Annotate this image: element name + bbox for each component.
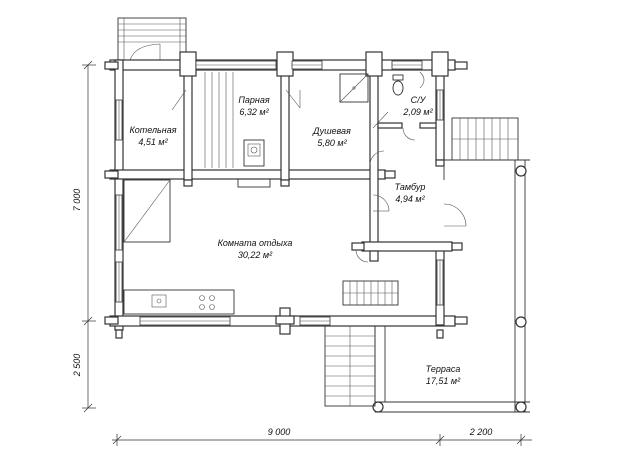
room-label-terrace-name: Терраса bbox=[426, 364, 461, 374]
room-label-terrace-area: 17,51 м² bbox=[426, 376, 461, 386]
room-label-steam-name: Парная bbox=[238, 95, 269, 105]
windows bbox=[115, 60, 444, 326]
entry-stairs-top bbox=[117, 17, 187, 61]
room-label-wc-area: 2,09 м² bbox=[402, 107, 433, 117]
dimension-left-main: 7 000 bbox=[72, 189, 82, 212]
terrace bbox=[324, 117, 530, 413]
dimension-bottom-main: 9 000 bbox=[268, 427, 291, 437]
room-label-wc-name: С/У bbox=[411, 95, 427, 105]
room-label-boiler-area: 4,51 м² bbox=[138, 137, 168, 147]
log-joints bbox=[104, 51, 468, 339]
fixtures bbox=[123, 71, 425, 315]
room-label-steam-area: 6,32 м² bbox=[239, 107, 269, 117]
room-label-vestibule-name: Тамбур bbox=[395, 182, 426, 192]
doors bbox=[171, 89, 467, 263]
room-label-lounge-name: Комната отдыха bbox=[218, 238, 293, 248]
room-label-shower-area: 5,80 м² bbox=[317, 138, 347, 148]
dimension-bottom-right: 2 200 bbox=[469, 427, 493, 437]
room-label-shower-name: Душевая bbox=[312, 126, 351, 136]
room-label-vestibule-area: 4,94 м² bbox=[395, 194, 425, 204]
room-label-lounge-area: 30,22 м² bbox=[238, 250, 273, 260]
dimension-left-lower: 2 500 bbox=[72, 354, 82, 378]
dimension-lines bbox=[82, 60, 532, 446]
room-label-boiler-name: Котельная bbox=[129, 125, 176, 135]
